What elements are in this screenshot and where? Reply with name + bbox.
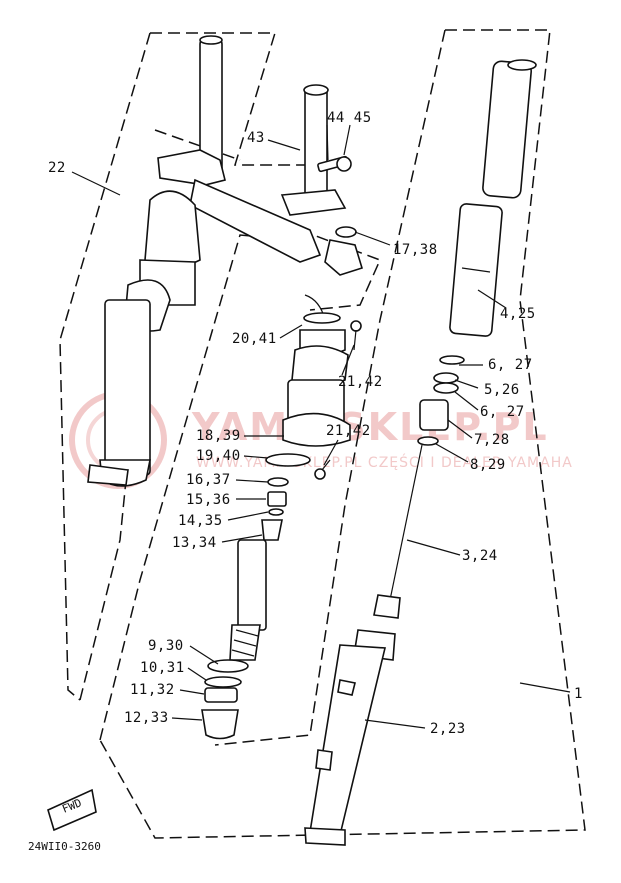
label-17-38: 17,38 xyxy=(393,242,438,258)
leader-lines xyxy=(71,124,571,729)
label-22: 22 xyxy=(48,160,66,176)
label-6-27-upper: 6, 27 xyxy=(488,357,533,373)
diagram-code: 24WII0-3260 xyxy=(28,840,101,853)
steering-stem-43 xyxy=(280,84,347,216)
damper-rod-3-24 xyxy=(373,444,423,619)
watermark-subtext: WWW.YAMA-SKLEP.PL CZĘŚCI I DEALER YAMAHA xyxy=(196,453,573,471)
label-21-42-upper: 21,42 xyxy=(338,374,383,390)
label-1: 1 xyxy=(574,686,583,702)
bolt-21-42-lower xyxy=(314,459,331,480)
label-9-30: 9,30 xyxy=(148,638,184,654)
label-13-34: 13,34 xyxy=(172,535,217,551)
bolt-21-42-upper xyxy=(350,320,362,351)
label-19-40: 19,40 xyxy=(196,448,241,464)
label-5-26: 5,26 xyxy=(484,382,520,398)
label-6-27-lower: 6, 27 xyxy=(480,404,525,420)
label-8-29: 8,29 xyxy=(470,457,506,473)
label-18-39: 18,39 xyxy=(196,428,241,444)
label-7-28: 7,28 xyxy=(474,432,510,448)
upper-bracket-17-38 xyxy=(324,226,363,276)
label-14-35: 14,35 xyxy=(178,513,223,529)
label-11-32: 11,32 xyxy=(130,682,175,698)
fwd-arrow-icon: FWD xyxy=(47,788,97,832)
label-21-42-lower: 21,42 xyxy=(326,423,371,439)
label-3-24: 3,24 xyxy=(462,548,498,564)
spring-column xyxy=(229,294,351,661)
label-43: 43 xyxy=(247,130,265,146)
watermark-text: YAMA-SKLEP.PL xyxy=(191,405,549,449)
lower-seal-stack xyxy=(201,659,249,740)
callout-labels: 22 43 44 45 17,38 4,25 20,41 21,42 6, 27… xyxy=(48,110,583,737)
label-20-41: 20,41 xyxy=(232,331,277,347)
rings-6-5-7-8 xyxy=(417,355,465,446)
label-10-31: 10,31 xyxy=(140,660,185,676)
label-16-37: 16,37 xyxy=(186,472,231,488)
outer-tube-2-23 xyxy=(304,629,396,846)
label-4-25: 4,25 xyxy=(500,306,536,322)
label-44-45: 44 45 xyxy=(327,110,372,126)
label-12-33: 12,33 xyxy=(124,710,169,726)
assembled-fork-22 xyxy=(87,35,322,487)
label-15-36: 15,36 xyxy=(186,492,231,508)
inner-tube-4-25 xyxy=(449,59,537,337)
label-2-23: 2,23 xyxy=(430,721,466,737)
bolt-44-45 xyxy=(317,155,352,173)
